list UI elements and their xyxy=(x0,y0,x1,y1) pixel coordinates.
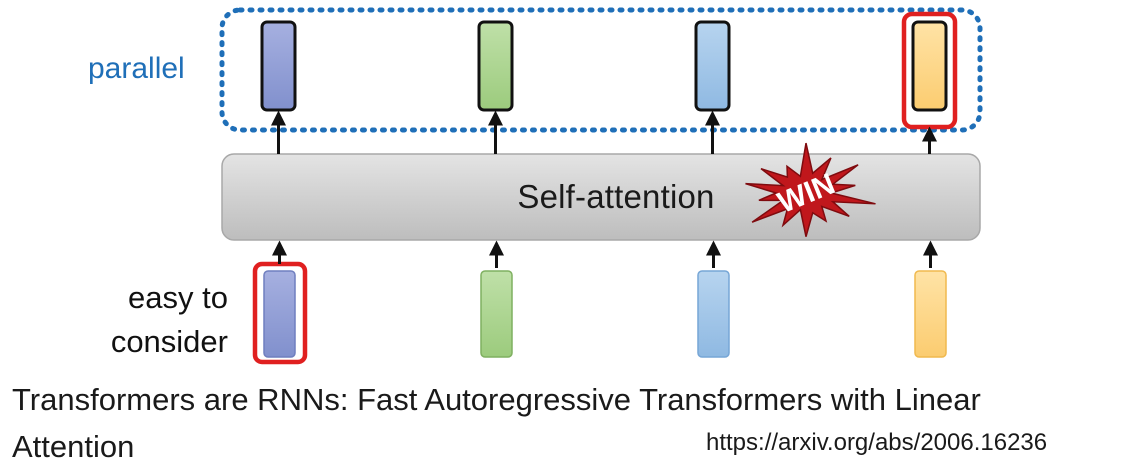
output-vector-4 xyxy=(911,20,948,112)
input-vector-1 xyxy=(263,270,296,358)
parallel-dotted-frame xyxy=(219,7,983,133)
output-vector-1 xyxy=(260,20,297,112)
paper-title: Transformers are RNNs: Fast Autoregressi… xyxy=(12,376,1132,470)
output-vector-3 xyxy=(694,20,731,112)
parallel-label: parallel xyxy=(88,52,185,85)
easy-to-consider-label: easy to consider xyxy=(111,276,228,364)
input-vector-3 xyxy=(697,270,730,358)
easy-label-line2: consider xyxy=(110,324,228,359)
input-vector-2 xyxy=(480,270,513,358)
input-vector-4 xyxy=(914,270,947,358)
self-attention-label: Self-attention xyxy=(222,154,980,240)
paper-title-line2: Attention xyxy=(12,429,135,464)
paper-title-line1: Transformers are RNNs: Fast Autoregressi… xyxy=(12,382,981,417)
input-arrows xyxy=(272,240,938,268)
easy-label-line1: easy to xyxy=(128,280,228,315)
output-arrows xyxy=(271,110,937,154)
output-vector-2 xyxy=(477,20,514,112)
paper-url[interactable]: https://arxiv.org/abs/2006.16236 xyxy=(706,429,1048,456)
self-attention-text: Self-attention xyxy=(517,178,715,215)
